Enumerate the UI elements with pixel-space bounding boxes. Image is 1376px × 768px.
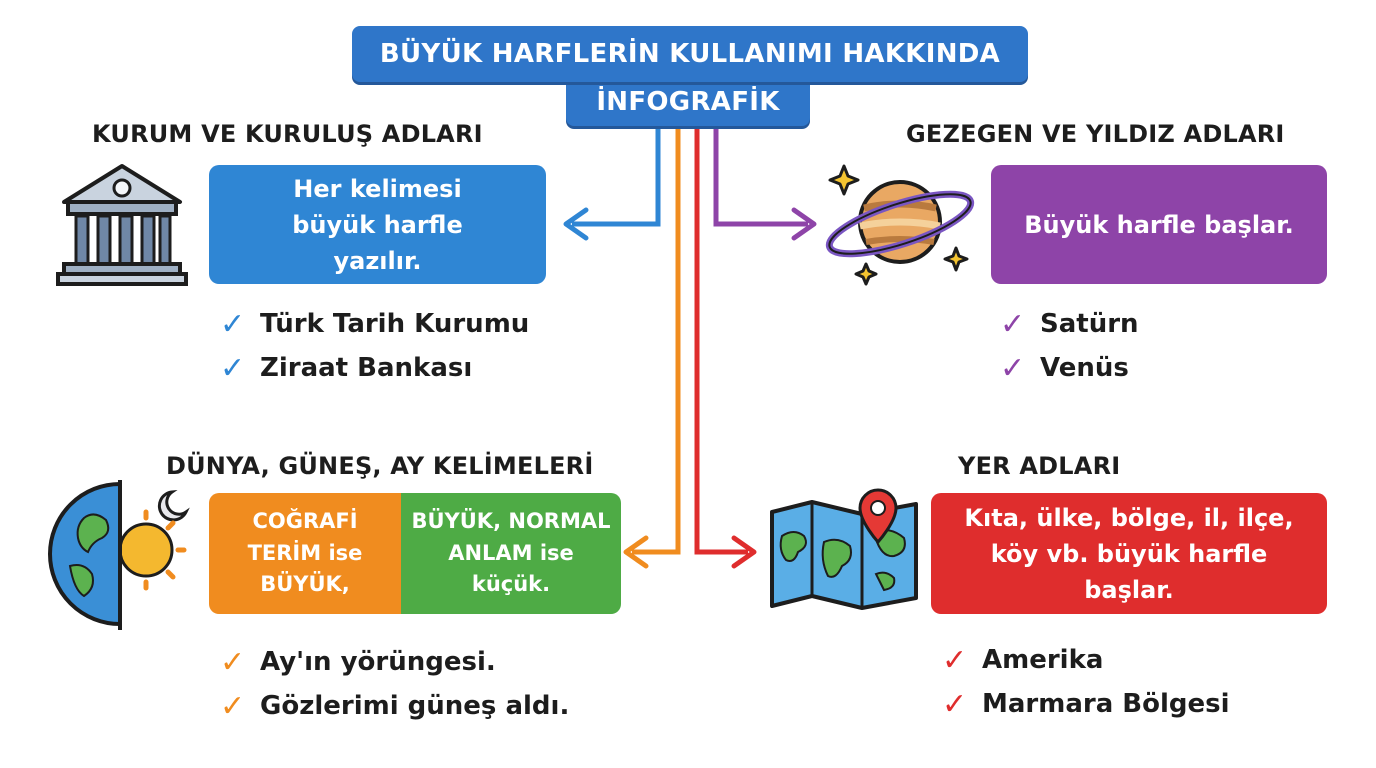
section-title-gezegen: GEZEGEN VE YILDIZ ADLARI: [906, 120, 1285, 148]
title-banner: [352, 26, 1028, 82]
list-item: ✓Gözlerimi güneş aldı.: [220, 688, 570, 724]
examples-yer: ✓Amerika ✓Marmara Bölgesi: [942, 638, 1230, 726]
arrow-kurum: [572, 128, 661, 227]
rule-text-dunya-right: BÜYÜK, NORMAL ANLAM ise küçük.: [411, 509, 611, 597]
title-line2: İNFOGRAFİK: [596, 87, 780, 117]
check-icon: ✓: [942, 686, 968, 722]
list-item: ✓Satürn: [1000, 306, 1139, 342]
institution-building-icon: [56, 164, 188, 286]
list-item: ✓Amerika: [942, 642, 1104, 678]
rule-text-yer: Kıta, ülke, bölge, il, ilçe, köy vb. büy…: [964, 503, 1294, 604]
rule-box-dunya-left: COĞRAFİ TERİM ise BÜYÜK,: [209, 493, 401, 614]
rule-box-gezegen: Büyük harfle başlar.: [991, 165, 1327, 284]
list-item: ✓Ziraat Bankası: [220, 350, 473, 386]
arrow-yer: [694, 128, 748, 555]
rule-box-dunya: COĞRAFİ TERİM ise BÜYÜK, BÜYÜK, NORMAL A…: [209, 493, 621, 614]
rule-text-dunya-left: COĞRAFİ TERİM ise BÜYÜK,: [247, 509, 363, 597]
examples-gezegen: ✓Satürn ✓Venüs: [1000, 302, 1139, 390]
earth-sun-moon-icon: [48, 480, 190, 630]
title-banner-lower: [566, 76, 810, 126]
rule-text-kurum: Her kelimesi büyük harfle yazılır.: [292, 174, 463, 275]
section-title-dunya: DÜNYA, GÜNEŞ, AY KELİMELERİ: [166, 452, 594, 480]
arrow-dunya: [632, 128, 681, 555]
rule-box-kurum: Her kelimesi büyük harfle yazılır.: [209, 165, 546, 284]
examples-kurum: ✓Türk Tarih Kurumu ✓Ziraat Bankası: [220, 302, 529, 390]
planet-saturn-icon: [825, 164, 975, 286]
list-item: ✓Venüs: [1000, 350, 1129, 386]
list-item: ✓Marmara Bölgesi: [942, 686, 1230, 722]
check-icon: ✓: [1000, 350, 1026, 386]
check-icon: ✓: [1000, 306, 1026, 342]
title-line1: BÜYÜK HARFLERİN KULLANIMI HAKKINDA: [379, 39, 1001, 69]
rule-box-yer: Kıta, ülke, bölge, il, ilçe, köy vb. büy…: [931, 493, 1327, 614]
check-icon: ✓: [220, 306, 246, 342]
list-item: ✓Türk Tarih Kurumu: [220, 306, 530, 342]
check-icon: ✓: [220, 350, 246, 386]
map-pin-icon: [770, 488, 918, 610]
check-icon: ✓: [942, 642, 968, 678]
rule-box-dunya-right: BÜYÜK, NORMAL ANLAM ise küçük.: [401, 493, 621, 614]
list-item: ✓Ay'ın yörüngesi.: [220, 644, 496, 680]
examples-dunya: ✓Ay'ın yörüngesi. ✓Gözlerimi güneş aldı.: [220, 640, 569, 728]
arrow-gezegen: [713, 128, 808, 227]
check-icon: ✓: [220, 688, 246, 724]
check-icon: ✓: [220, 644, 246, 680]
section-title-kurum: KURUM VE KURULUŞ ADLARI: [92, 120, 483, 148]
rule-text-gezegen: Büyük harfle başlar.: [1024, 210, 1294, 239]
section-title-yer: YER ADLARI: [958, 452, 1121, 480]
